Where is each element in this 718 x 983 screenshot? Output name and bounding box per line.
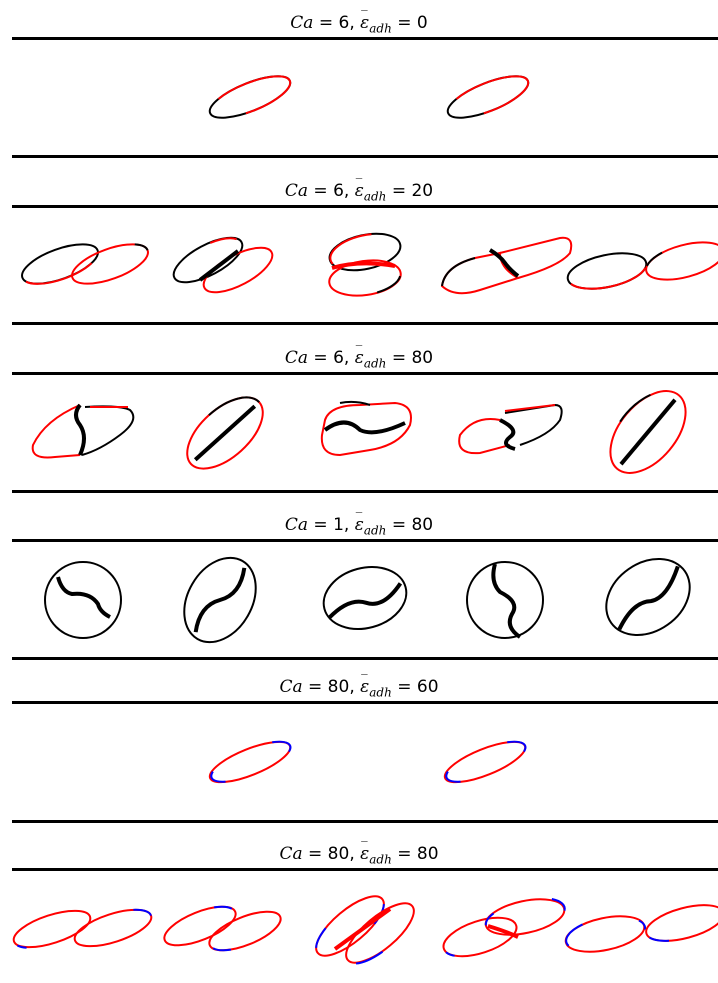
panel-3-title: Ca = 6, ‾εadh = 80 xyxy=(0,348,718,373)
cell-6j xyxy=(642,898,718,948)
cell-3d xyxy=(459,405,562,453)
cell-2d xyxy=(197,239,278,301)
panel-6-title: Ca = 80, ‾εadh = 80 xyxy=(0,844,718,869)
panel-5-cells xyxy=(0,704,718,820)
panel-2-title: Ca = 6, ‾εadh = 20 xyxy=(0,181,718,206)
panel-5-bottom-rule xyxy=(12,820,718,823)
panel-3-bottom-rule xyxy=(12,490,718,493)
cell-1a xyxy=(205,68,295,126)
panel-1-cells xyxy=(0,40,718,156)
panel-2-cells xyxy=(0,208,718,322)
panel-4-bottom-rule xyxy=(12,657,718,660)
cell-1b xyxy=(443,68,533,126)
panel-4-title: Ca = 1, ‾εadh = 80 xyxy=(0,515,718,540)
cell-3b xyxy=(175,384,275,481)
cell-4b xyxy=(170,545,270,655)
cell-5a xyxy=(205,734,295,790)
cell-6i xyxy=(563,910,648,958)
cell-4a xyxy=(45,562,121,638)
panel-5-title: Ca = 80, ‾εadh = 60 xyxy=(0,677,718,702)
cell-3c xyxy=(322,402,411,455)
cell-2g xyxy=(565,247,650,295)
cell-6d xyxy=(205,904,286,958)
cell-4d xyxy=(467,562,543,638)
panel-1-bottom-rule xyxy=(12,155,718,158)
cell-6g xyxy=(439,910,521,964)
cell-3e xyxy=(595,377,700,487)
cell-6c xyxy=(160,899,241,953)
cell-2c xyxy=(167,229,248,291)
panel-1-title: Ca = 6, ‾εadh = 0 xyxy=(0,13,718,38)
panel-6-cells xyxy=(0,871,718,983)
cell-4e xyxy=(592,543,705,650)
cell-3a xyxy=(33,405,134,458)
cell-2h xyxy=(642,235,718,287)
panel-3-cells xyxy=(0,375,718,491)
cell-6b xyxy=(71,902,156,953)
panel-4-cells xyxy=(0,542,718,658)
panel-2-bottom-rule xyxy=(12,322,718,325)
cell-4c xyxy=(317,558,414,638)
cell-5b xyxy=(440,734,530,790)
